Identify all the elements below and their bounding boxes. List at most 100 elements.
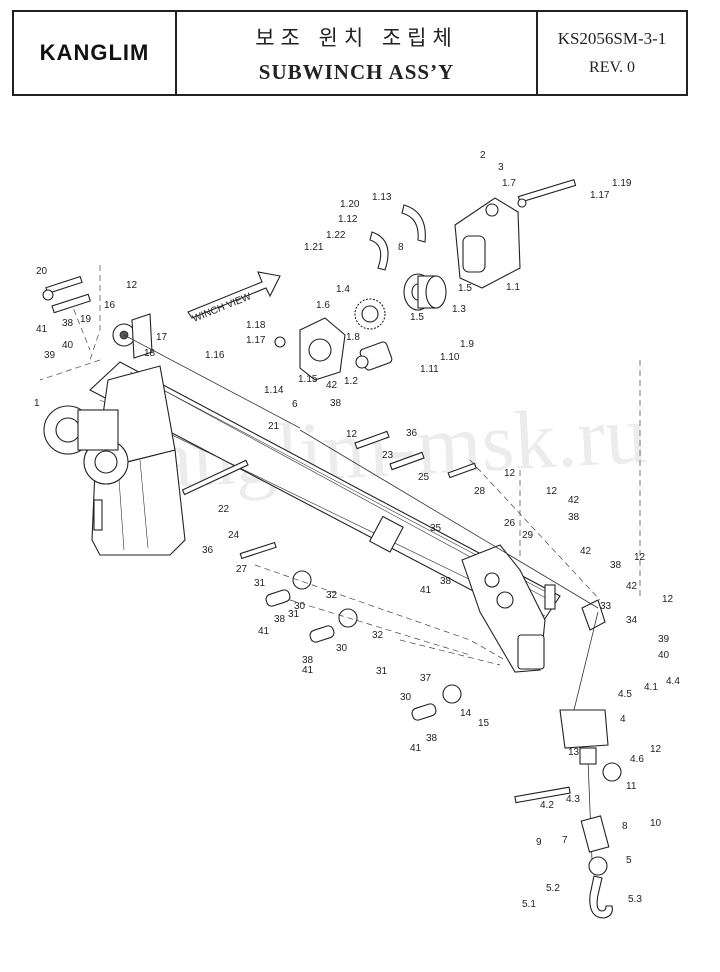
sheaves (265, 570, 462, 721)
part-number-label: 35 (430, 523, 442, 534)
part-number-label: 27 (236, 564, 248, 575)
logo-cell: KANGLIM (14, 12, 177, 94)
part-number-label: 16 (104, 300, 116, 311)
part-number-label: 2 (480, 150, 486, 161)
part-number-label: 1.20 (340, 199, 360, 210)
part-number-label: 32 (326, 590, 338, 601)
part-number-label: 4.4 (666, 676, 680, 687)
part-number-label: 1.17 (246, 335, 266, 346)
part-number-label: 38 (62, 318, 74, 329)
part-number-label: 38 (302, 655, 314, 666)
part-number-label: 41 (302, 665, 314, 676)
part-number-label: 39 (44, 350, 56, 361)
part-number-label: 38 (610, 560, 622, 571)
part-number-label: 41 (420, 585, 432, 596)
part-number-label: 12 (126, 280, 138, 291)
part-number-label: 14 (460, 708, 472, 719)
pins-20-19 (42, 275, 91, 314)
part-number-label: 37 (420, 673, 432, 684)
part-number-label: 29 (522, 530, 534, 541)
assembly-lines-lower (254, 360, 641, 666)
part-number-label: 1.7 (502, 178, 516, 189)
part-number-label: 9 (536, 837, 542, 848)
part-number-label: 26 (504, 518, 516, 529)
part-number-label: 22 (218, 504, 230, 515)
part-number-label: 1.4 (336, 284, 350, 295)
part-number-label: 17 (156, 332, 168, 343)
part-number-label: 1.1 (506, 282, 520, 293)
hook (580, 815, 613, 919)
part-number-label: 8 (398, 242, 404, 253)
part-number-label: 1.9 (460, 339, 474, 350)
winch-view-arrow (187, 271, 281, 319)
part-number-label: 41 (410, 743, 422, 754)
part-number-label: 5.1 (522, 899, 536, 910)
part-number-label: 28 (474, 486, 486, 497)
title-korean: 보조 윈치 조립체 (255, 25, 458, 50)
part-number-label: 42 (580, 546, 592, 557)
part-number-label: 1.11 (420, 364, 439, 375)
part-number-label: 1.12 (338, 214, 358, 225)
part-number-label: 19 (80, 314, 92, 325)
part-number-label: 31 (288, 609, 300, 620)
part-number-label: 4.2 (540, 800, 554, 811)
company-logo: KANGLIM (39, 40, 150, 65)
part-number-label: 6 (292, 399, 298, 410)
part-number-label: 1.6 (316, 300, 330, 311)
assembly-lines-left (39, 265, 101, 381)
part-number-label: 5 (626, 855, 632, 866)
part-number-label: 41 (258, 626, 270, 637)
hydraulic-motor (355, 341, 393, 371)
part-number-label: 12 (504, 468, 516, 479)
part-number-label: 23 (382, 450, 394, 461)
boom-head (461, 544, 606, 673)
part-number-label: 42 (326, 380, 338, 391)
part-number-label: 7 (562, 835, 568, 846)
part-number-label: 11 (626, 781, 637, 792)
part-number-label: 1.5 (410, 312, 424, 323)
part-number-label: 24 (228, 530, 240, 541)
part-number-label: 1.15 (298, 374, 318, 385)
part-number-label: 20 (36, 266, 48, 277)
title-english: SUBWINCH ASS’Y (258, 59, 455, 84)
part-number-label: 12 (346, 429, 358, 440)
part-number-label: 33 (600, 601, 612, 612)
part-number-label: 40 (62, 340, 74, 351)
part-number-label: 38 (568, 512, 580, 523)
drum (403, 273, 447, 311)
part-number-label: 34 (626, 615, 638, 626)
part-number-label: 5.2 (546, 883, 560, 894)
part-number-label: 1.5 (458, 283, 472, 294)
shaft (517, 178, 577, 208)
part-number-label: 13 (568, 747, 580, 758)
part-number-label: 1.18 (246, 320, 266, 331)
part-number-label: 1.2 (344, 376, 358, 387)
sheave-bracket (112, 313, 301, 429)
gearbox (274, 317, 346, 381)
part-number-label: 31 (254, 578, 266, 589)
part-number-label: 36 (406, 428, 418, 439)
pin-4-2 (514, 786, 571, 804)
part-number-label: 1 (34, 398, 40, 409)
part-number-label: 5.3 (628, 894, 642, 905)
part-number-label: 39 (658, 634, 670, 645)
part-number-label: 25 (418, 472, 430, 483)
gear (354, 298, 386, 330)
part-number-label: 1.17 (590, 190, 610, 201)
part-number-label: 1.14 (264, 385, 284, 396)
part-number-label: 1.21 (304, 242, 324, 253)
part-number-label: 30 (336, 643, 348, 654)
part-number-label: 21 (268, 421, 280, 432)
part-number-label: 18 (144, 348, 156, 359)
drawing-number: KS2056SM-3-1 (557, 29, 667, 48)
part-number-label: 31 (376, 666, 388, 677)
part-number-label: 30 (294, 601, 306, 612)
part-number-label: 1.19 (612, 178, 632, 189)
part-number-label: 1.3 (452, 304, 466, 315)
part-number-label: 1.16 (205, 350, 225, 361)
part-number-label: 1.10 (440, 352, 460, 363)
part-number-label: 42 (626, 581, 638, 592)
code-cell: KS2056SM-3-1 REV. 0 (538, 12, 686, 94)
